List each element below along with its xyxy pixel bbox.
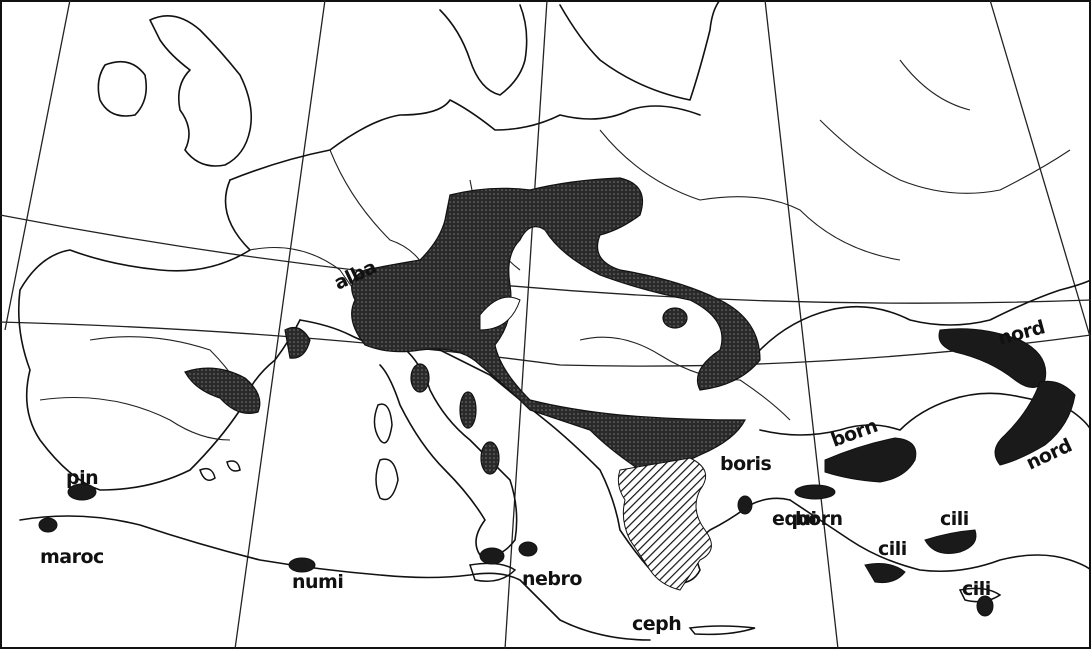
label-born-south: born — [795, 508, 843, 530]
label-equi: equi — [772, 508, 817, 530]
label-cili-2: cili — [878, 538, 907, 560]
label-pin: pin — [66, 467, 98, 489]
border-7 — [819, 119, 1071, 194]
range-cili-1 — [924, 529, 977, 554]
range-nebro-1 — [479, 547, 505, 565]
border-6 — [579, 336, 791, 421]
label-maroc: maroc — [40, 546, 104, 568]
latitude-line-north — [0, 214, 1091, 304]
label-ceph: ceph — [632, 613, 681, 635]
label-cili-1: cili — [940, 508, 969, 530]
range-ceph-area — [617, 457, 712, 591]
range-solid-areas — [38, 328, 1076, 617]
range-alba-patch-3 — [480, 441, 500, 475]
cyprus — [958, 587, 1002, 603]
range-nebro-2 — [518, 541, 538, 557]
borders — [39, 59, 1071, 441]
meridian-5 — [989, 0, 1091, 341]
corsica — [373, 403, 393, 444]
range-pin — [67, 483, 97, 501]
range-ceph — [617, 457, 712, 591]
label-nebro: nebro — [522, 568, 582, 590]
range-born-north — [824, 437, 917, 483]
label-numi: numi — [292, 571, 343, 593]
label-cili-3: cili — [962, 578, 991, 600]
range-alba — [184, 177, 761, 475]
great-britain — [149, 14, 253, 167]
anatolia-south-coast — [789, 499, 1091, 573]
range-born-south — [794, 484, 836, 500]
scandinavia-coast — [559, 0, 721, 101]
crete — [688, 625, 756, 636]
black-sea-north-coast — [759, 279, 1091, 351]
sicily — [469, 562, 517, 582]
latitude-line-south — [0, 321, 1091, 367]
range-alba-gap — [479, 296, 521, 331]
sardinia — [375, 458, 399, 501]
range-numi — [288, 557, 316, 573]
range-cili-3 — [976, 595, 994, 617]
range-alba-pyrenees — [284, 327, 311, 359]
meridian-3 — [504, 0, 548, 649]
range-equi — [737, 495, 753, 515]
denmark-coast — [439, 4, 528, 96]
meridian-1 — [4, 0, 71, 331]
balearic-island-2 — [226, 460, 241, 472]
range-nord-top — [938, 328, 1047, 388]
meridian-4 — [764, 0, 839, 649]
range-alba-main — [351, 177, 761, 471]
range-alba-iberia — [184, 367, 261, 414]
meridian-2 — [234, 0, 326, 649]
balearic-island — [199, 467, 216, 481]
ireland — [97, 60, 148, 117]
map-labels: alba pin maroc numi nebro ceph boris equ… — [40, 256, 1075, 635]
border-5 — [599, 129, 901, 261]
range-cili-2 — [864, 563, 906, 583]
range-maroc — [38, 517, 58, 533]
north-africa-coast — [19, 515, 651, 641]
label-boris: boris — [720, 453, 772, 475]
range-nord-right — [994, 380, 1076, 466]
range-alba-patch-2 — [459, 391, 477, 429]
range-alba-patch-1 — [410, 363, 430, 393]
range-alba-patch-4 — [662, 307, 688, 329]
border-9 — [899, 59, 971, 111]
border-4 — [39, 396, 231, 441]
north-coast — [229, 99, 701, 181]
